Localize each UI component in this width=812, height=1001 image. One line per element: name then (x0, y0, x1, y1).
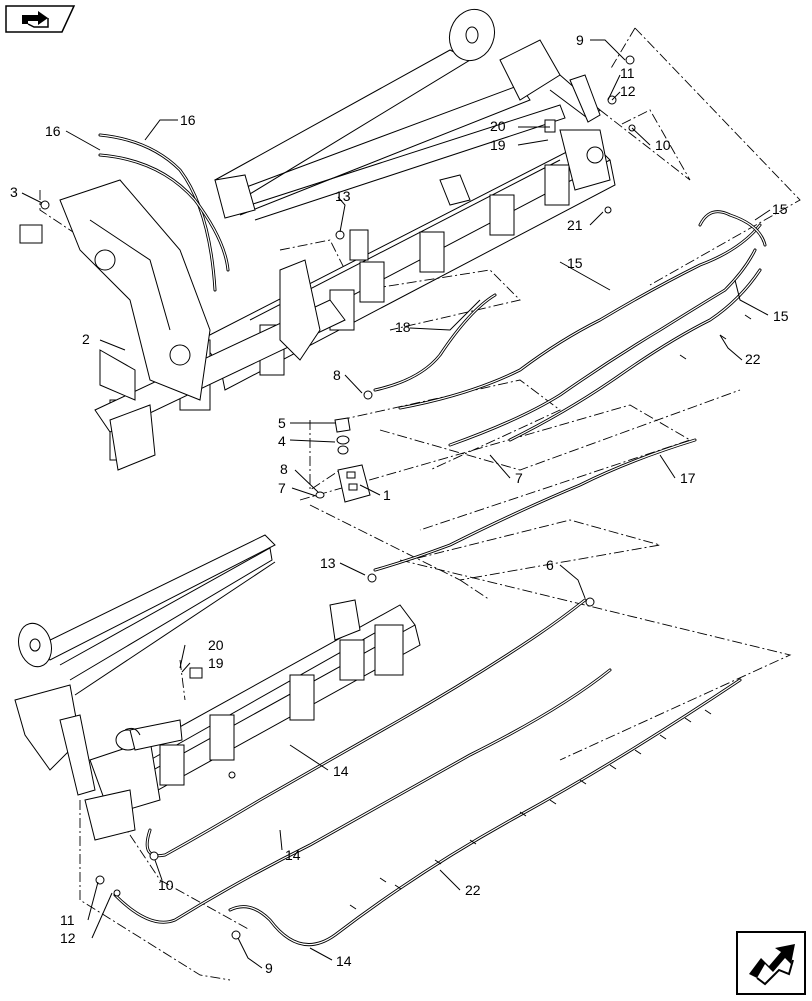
tube-15-set (398, 210, 767, 447)
fittings (19, 55, 636, 940)
callout-20-top: 20 (490, 118, 506, 134)
callout-22-bottom: 22 (465, 882, 481, 898)
callout-15-middle: 15 (567, 255, 583, 271)
tube-18 (373, 293, 497, 392)
callout-13-bottom: 13 (320, 555, 336, 571)
callout-6: 6 (546, 557, 554, 573)
callout-8-top: 8 (333, 367, 341, 383)
callout-11-bottom: 11 (60, 912, 75, 928)
callout-22-top: 22 (745, 351, 761, 367)
assembly-lines (39, 27, 801, 981)
tube-14-set (113, 598, 742, 947)
callout-17: 17 (680, 470, 696, 486)
callout-10-top: 10 (655, 137, 671, 153)
callout-9-top: 9 (576, 32, 584, 48)
lower-frame-assembly (14, 534, 421, 841)
callout-8-mid: 8 (280, 461, 288, 477)
callout-12-bottom: 12 (60, 930, 76, 946)
callout-14-bottom: 14 (336, 953, 352, 969)
callout-19-top: 19 (490, 137, 506, 153)
leader-lines (21, 39, 771, 969)
callout-18: 18 (395, 319, 411, 335)
callout-14-top: 14 (333, 763, 349, 779)
callout-7-left: 7 (278, 480, 286, 496)
callout-4: 4 (278, 433, 286, 449)
callout-10-bottom: 10 (158, 877, 174, 893)
valve-block (315, 417, 371, 503)
tube-clips (349, 314, 752, 910)
callout-labels: 9 11 12 20 19 10 16 16 3 13 21 15 15 15 … (10, 32, 789, 976)
callout-16-right: 16 (180, 112, 196, 128)
tube-17 (373, 438, 697, 572)
callout-12-top: 12 (620, 83, 636, 99)
callout-20-bottom: 20 (208, 637, 224, 653)
previous-page-icon[interactable] (4, 4, 76, 34)
callout-9-bottom: 9 (265, 960, 273, 976)
callout-1: 1 (383, 487, 391, 503)
upper-frame-assembly (59, 8, 616, 471)
callout-13-top: 13 (335, 188, 351, 204)
callout-16-left: 16 (45, 123, 61, 139)
callout-7-right: 7 (515, 470, 523, 486)
callout-19-bottom: 19 (208, 655, 224, 671)
callout-5: 5 (278, 415, 286, 431)
callout-14-middle: 14 (285, 847, 301, 863)
callout-3: 3 (10, 184, 18, 200)
callout-15-right: 15 (773, 308, 789, 324)
callout-2: 2 (82, 331, 90, 347)
next-page-icon[interactable] (735, 930, 807, 996)
callout-11-top: 11 (620, 65, 635, 81)
tube-16-pair (98, 133, 230, 292)
callout-15-top-right: 15 (772, 201, 788, 217)
callout-21: 21 (567, 217, 583, 233)
